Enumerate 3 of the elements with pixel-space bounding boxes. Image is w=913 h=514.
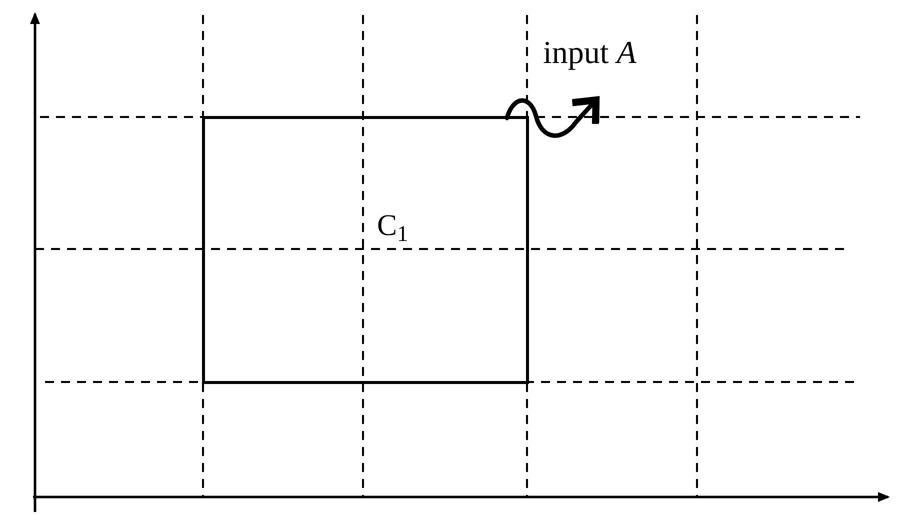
square-region [202, 116, 529, 384]
region-label: C$_{1}$ [377, 211, 408, 241]
wavy-arrow [504, 96, 600, 138]
